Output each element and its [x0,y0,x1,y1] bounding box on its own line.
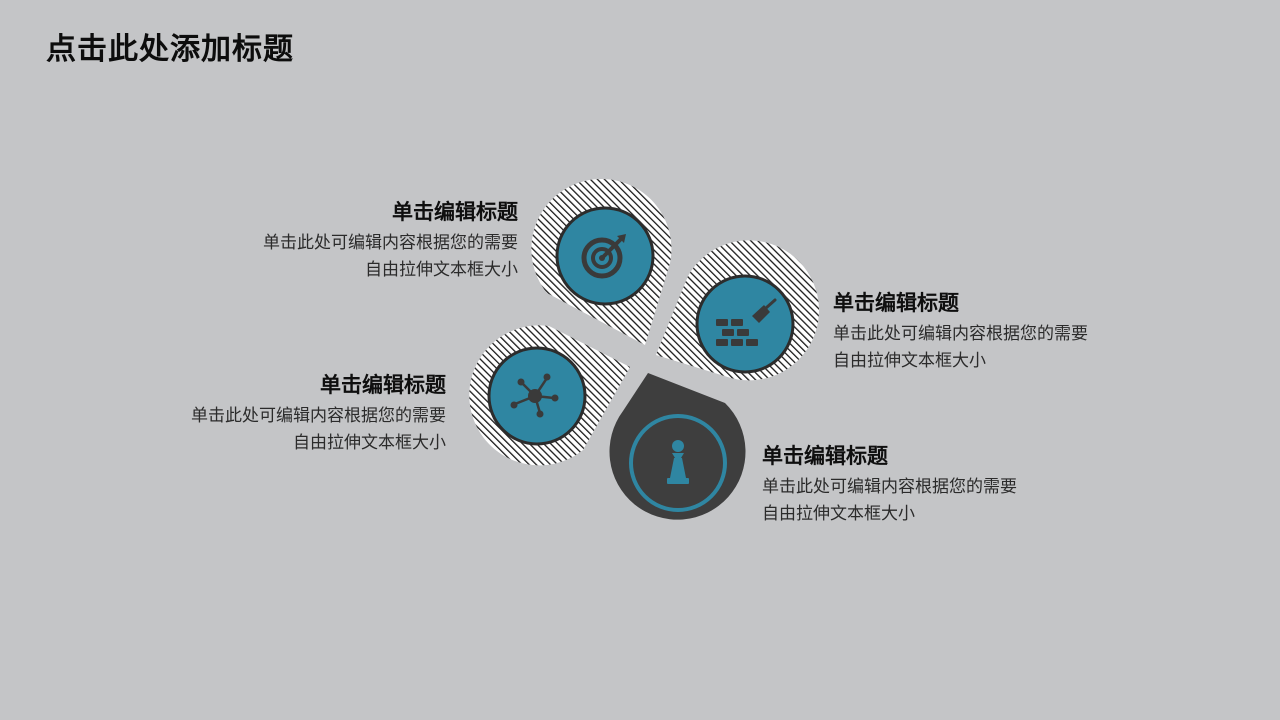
chess-pawn-icon [667,440,689,484]
block-desc-line2[interactable]: 自由拉伸文本框大小 [293,433,446,453]
petal-network[interactable] [469,325,630,466]
text-block-bottom-right[interactable]: 单击编辑标题 单击此处可编辑内容根据您的需要 自由拉伸文本框大小 [762,442,1062,528]
text-block-bottom-left[interactable]: 单击编辑标题 单击此处可编辑内容根据您的需要 自由拉伸文本框大小 [146,371,446,457]
petal-target[interactable] [531,178,672,345]
petal-pawn[interactable] [609,373,746,520]
brick-wall-trowel-icon [716,298,777,346]
block-heading[interactable]: 单击编辑标题 [392,200,518,224]
block-heading[interactable]: 单击编辑标题 [833,291,959,315]
block-desc-line2[interactable]: 自由拉伸文本框大小 [833,351,986,371]
block-desc-line1[interactable]: 单击此处可编辑内容根据您的需要 [833,324,1088,344]
network-nodes-icon [510,373,559,418]
target-arrow-icon [581,234,626,279]
block-desc-line1[interactable]: 单击此处可编辑内容根据您的需要 [263,233,518,253]
text-block-top-right[interactable]: 单击编辑标题 单击此处可编辑内容根据您的需要 自由拉伸文本框大小 [833,289,1133,375]
text-block-top-left[interactable]: 单击编辑标题 单击此处可编辑内容根据您的需要 自由拉伸文本框大小 [218,198,518,284]
block-desc-line2[interactable]: 自由拉伸文本框大小 [762,504,915,524]
slide-title[interactable]: 点击此处添加标题 [46,32,294,67]
block-desc-line1[interactable]: 单击此处可编辑内容根据您的需要 [762,477,1017,497]
petal-wall[interactable] [656,240,819,381]
block-heading[interactable]: 单击编辑标题 [320,373,446,397]
petal-wall-circle [695,274,795,374]
petal-pawn-ring [629,414,727,512]
block-heading[interactable]: 单击编辑标题 [762,444,888,468]
block-desc-line1[interactable]: 单击此处可编辑内容根据您的需要 [191,406,446,426]
block-desc-line2[interactable]: 自由拉伸文本框大小 [365,260,518,280]
